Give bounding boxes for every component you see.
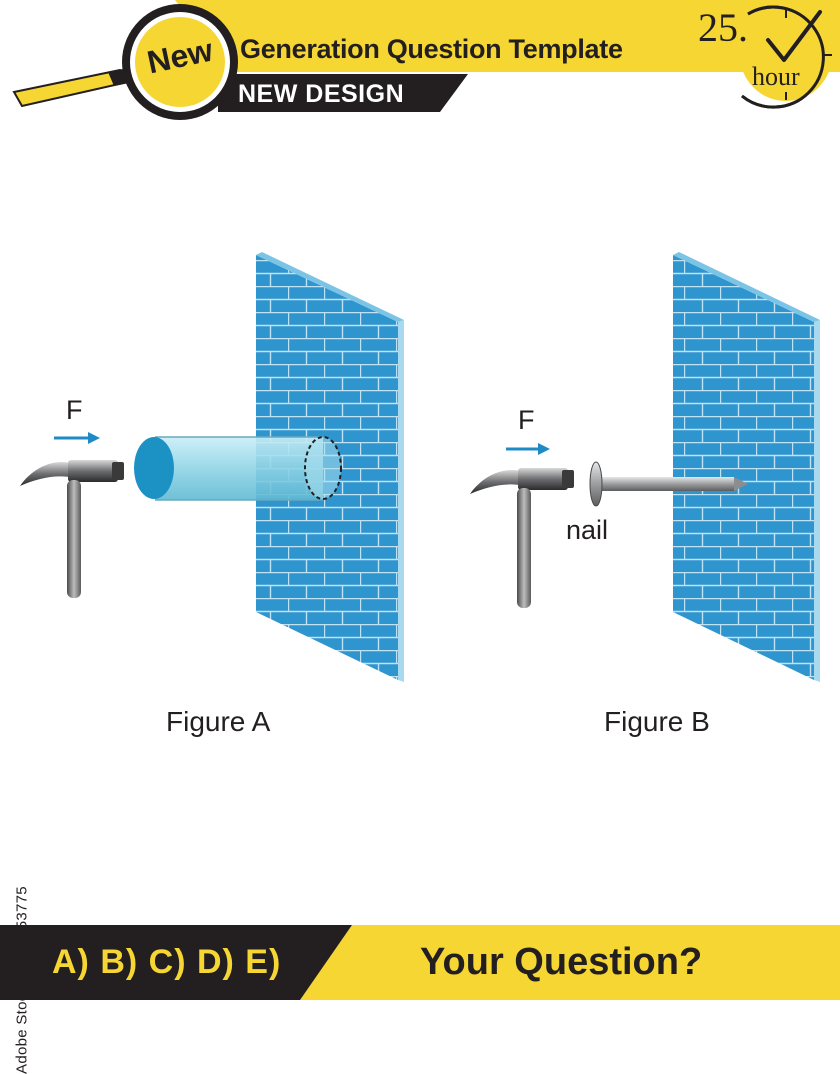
brick-wall-b (673, 252, 820, 682)
nail-label: nail (566, 515, 609, 545)
header-banner: New Generation Question Template NEW DES… (0, 0, 840, 130)
diagram-canvas (20, 252, 820, 682)
footer-banner: A) B) C) D) E) Your Question? (0, 925, 840, 1000)
timer-unit: hour (752, 62, 800, 91)
checkmark-icon (766, 10, 822, 62)
header-graphic (12, 0, 840, 120)
subtitle-strip (218, 74, 468, 112)
force-arrow-a (54, 432, 100, 444)
figure-a-caption: Figure A (166, 706, 271, 737)
hammer-a (20, 460, 124, 598)
force-label-a: F (66, 395, 83, 425)
force-arrow-b (506, 443, 550, 455)
force-label-b: F (518, 405, 535, 435)
footer-graphic (0, 925, 840, 1000)
question-prompt: Your Question? (420, 941, 703, 983)
template-title: Generation Question Template (240, 34, 623, 64)
nail (589, 461, 748, 507)
header-yellow-band (175, 0, 840, 72)
cylinder-rod (134, 436, 342, 501)
timer-value: 25. (698, 5, 748, 50)
figure-b (470, 252, 820, 682)
answer-choices: A) B) C) D) E) (52, 943, 282, 981)
template-subtitle: NEW DESIGN (238, 80, 405, 108)
hammer-b (470, 468, 574, 608)
physics-diagram: F F nail Figure A Figure B Adobe Stock |… (0, 130, 840, 1074)
magnifier-icon (12, 4, 238, 120)
figure-b-caption: Figure B (604, 706, 710, 737)
figure-a (20, 252, 404, 682)
